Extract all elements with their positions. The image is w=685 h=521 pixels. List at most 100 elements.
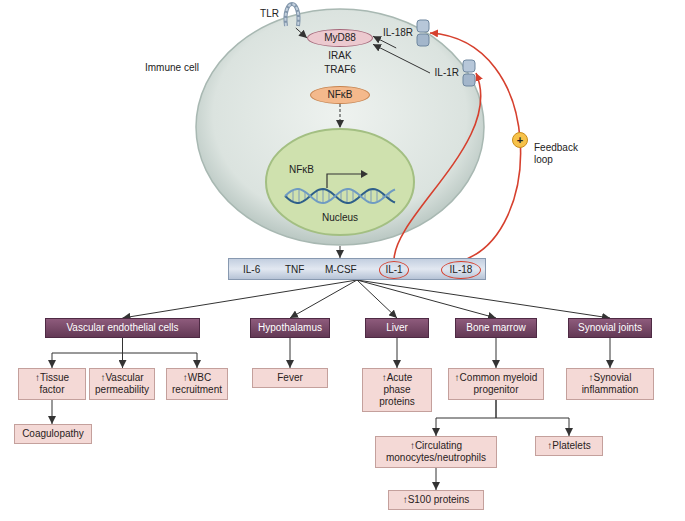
effect-box: ↑Synovial inflammation: [566, 368, 654, 400]
box-text: Hypothalamus: [258, 322, 322, 334]
cytokine-name: IL-6: [243, 264, 260, 276]
dna-rung: [371, 189, 372, 203]
effect-box: ↑WBC recruitment: [166, 368, 228, 400]
connector: [290, 338, 291, 368]
effect-box: ↑Tissue factor: [18, 368, 86, 400]
cytokine-band: IL-6 TNF M-CSF IL-1 IL-18: [228, 258, 486, 280]
effect-box: ↑Platelets: [535, 436, 603, 456]
connector: [436, 468, 437, 490]
box-text: ↑S100 proteins: [403, 494, 470, 506]
tlr-shape: [285, 4, 298, 26]
connector: [610, 338, 611, 368]
dna-rung: [353, 190, 354, 201]
box-text: ↑Tissue factor: [23, 372, 81, 396]
effect-box: ↑Acute phase proteins: [362, 368, 432, 412]
receptor-icon: [416, 19, 430, 47]
dna-rung: [323, 189, 324, 203]
connector: [496, 400, 569, 436]
effect-box: ↑Circulating monocytes/neutrophils: [375, 436, 497, 468]
connector: [340, 104, 341, 128]
connector: [290, 280, 357, 318]
target-tissue-box: Liver: [365, 318, 429, 338]
dna-rung: [389, 193, 390, 199]
feedback-label: Feedback loop: [534, 142, 586, 166]
nfkb-factor: NFκB: [310, 86, 370, 104]
dna-rung: [377, 190, 378, 202]
nucleus-text: Nucleus: [265, 212, 415, 224]
box-text: Bone marrow: [466, 322, 525, 334]
connector: [357, 280, 610, 318]
box-text: ↑Platelets: [547, 440, 590, 452]
dna-strand: [285, 189, 395, 203]
tlr-icon: [282, 1, 302, 27]
dna-rung: [293, 190, 294, 202]
receptor-domain: [463, 74, 475, 86]
connector: [123, 338, 198, 368]
dna-rung: [383, 194, 384, 198]
nucleus: NFκB Nucleus: [265, 128, 415, 236]
box-text: ↑Common myeloid progenitor: [453, 372, 539, 396]
promoter-arrow: [327, 174, 361, 188]
myd88-adaptor: MyD88: [307, 29, 373, 47]
connector: [430, 33, 521, 261]
cytokine-name: TNF: [285, 264, 304, 276]
connector: [339, 246, 340, 258]
box-text: MyD88: [324, 32, 356, 44]
receptor-label: IL-1R: [435, 67, 459, 79]
pathway-step: IRAK: [328, 50, 351, 62]
il18-cytokine: IL-18: [441, 261, 481, 279]
cell-membrane: [196, 9, 484, 245]
promoter-arrowhead: [361, 170, 368, 178]
feedback-sign-text: +: [517, 134, 523, 146]
dna-rung: [305, 192, 306, 200]
receptor-icon: [462, 59, 476, 87]
box-text: Vascular endothelial cells: [66, 322, 178, 334]
target-tissue-box: Bone marrow: [455, 318, 537, 338]
dna-rung: [311, 195, 312, 197]
box-text: IL-18: [450, 264, 473, 276]
dna-rung: [359, 195, 360, 197]
dna-rung: [335, 195, 336, 196]
connector: [397, 338, 398, 368]
target-tissue-box: Synovial joints: [568, 318, 652, 338]
box-text: ↑Circulating monocytes/neutrophils: [380, 440, 492, 464]
box-text: ↑Synovial inflammation: [571, 372, 649, 396]
box-text: ↑Acute phase proteins: [367, 372, 427, 408]
il18-receptor: IL-18R: [378, 18, 430, 48]
effect-box: ↑S100 proteins: [388, 490, 484, 510]
il1-receptor: IL-1R: [430, 58, 476, 88]
effect-box: ↑Common myeloid progenitor: [448, 368, 544, 400]
receptor-domain: [417, 20, 429, 32]
box-text: NFκB: [328, 89, 353, 101]
connector: [436, 400, 496, 436]
il1-cytokine: IL-1: [379, 261, 409, 279]
box-text: Synovial joints: [578, 322, 642, 334]
effect-box: Fever: [252, 368, 328, 388]
cytokine-name: M-CSF: [325, 264, 357, 276]
receptor-domain: [417, 34, 429, 46]
tlr-shape: [285, 4, 298, 26]
box-text: Liver: [386, 322, 408, 334]
receptor-label: TLR: [260, 8, 279, 20]
nucleus-text: NFκB: [289, 164, 314, 176]
connector: [373, 44, 430, 73]
target-tissue-box: Hypothalamus: [250, 318, 330, 338]
box-text: ↑WBC recruitment: [171, 372, 223, 396]
dna-rung: [317, 191, 318, 202]
dna-rung: [365, 192, 366, 200]
immune-cell: Immune cellMyD88NFκBNFκBNucleus: [195, 8, 485, 246]
connector: [52, 400, 53, 424]
connector: [394, 73, 481, 261]
effect-box: ↑Vascular permeability: [89, 368, 155, 400]
dna-rung: [347, 189, 348, 203]
box-text: ↑Vascular permeability: [94, 372, 150, 396]
dna-rung: [329, 191, 330, 201]
dna-rung: [287, 194, 288, 197]
box-text: Coagulopathy: [22, 428, 84, 440]
tlr-receptor: TLR: [240, 0, 302, 28]
connector: [296, 28, 307, 38]
connector: [496, 338, 497, 368]
box-text: IL-1: [385, 264, 402, 276]
receptor-label: IL-18R: [383, 27, 413, 39]
